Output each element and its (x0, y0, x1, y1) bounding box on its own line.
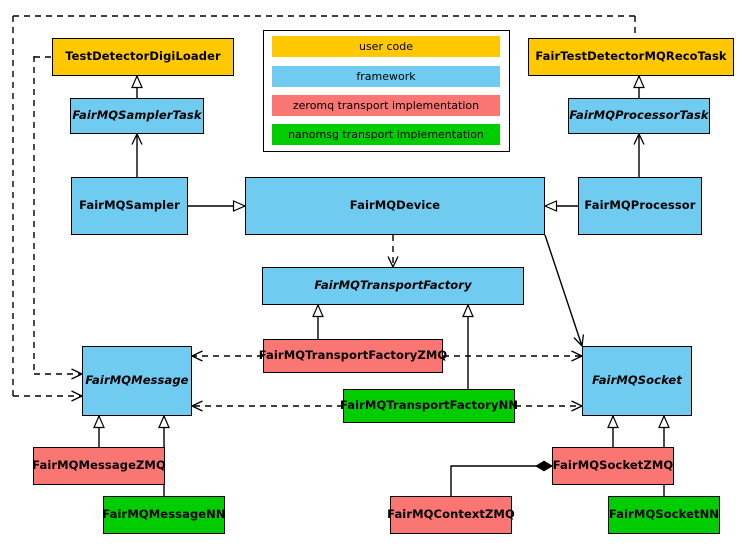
legend-label-nanomsg: nanomsg transport implementation (288, 128, 484, 141)
class-node-fairmqmessage[interactable]: FairMQMessage (82, 346, 192, 416)
class-label: FairMQProcessor (584, 198, 696, 213)
class-label: FairMQContextZMQ (387, 507, 515, 522)
class-label: FairMQSamplerTask (72, 108, 202, 123)
class-label: TestDetectorDigiLoader (65, 49, 221, 64)
class-node-fairmqtransportfactoryzmq[interactable]: FairMQTransportFactoryZMQ (259, 339, 447, 373)
class-label: FairMQProcessorTask (569, 108, 709, 123)
class-node-fairmqprocessor[interactable]: FairMQProcessor (578, 177, 702, 235)
class-label: FairMQSampler (79, 198, 180, 213)
class-label: FairMQSocket (592, 373, 682, 388)
class-node-fairmqsampler[interactable]: FairMQSampler (71, 177, 188, 235)
class-label: FairTestDetectorMQRecoTask (535, 49, 727, 64)
class-node-fairmqsocketzmq[interactable]: FairMQSocketZMQ (552, 447, 674, 485)
class-label: FairMQMessageNN (102, 507, 226, 522)
class-node-fairmqmessagezmq[interactable]: FairMQMessageZMQ (32, 447, 166, 485)
edge-device-to-socket (544, 234, 582, 346)
class-node-fairmqdevice[interactable]: FairMQDevice (245, 177, 545, 235)
class-node-fairmqsocket[interactable]: FairMQSocket (582, 346, 692, 416)
class-label: FairMQSocketNN (608, 507, 720, 522)
class-node-fairmqsocketnn[interactable]: FairMQSocketNN (608, 496, 720, 534)
class-node-fairtestdetectormqrecotask[interactable]: FairTestDetectorMQRecoTask (528, 38, 734, 76)
class-label: FairMQTransportFactoryZMQ (258, 348, 448, 363)
legend-label-framework: framework (356, 70, 416, 83)
class-label: FairMQDevice (349, 198, 441, 213)
class-label: FairMQTransportFactory (314, 278, 472, 293)
class-node-fairmqmessagenn[interactable]: FairMQMessageNN (102, 496, 226, 534)
class-node-fairmqtransportfactory[interactable]: FairMQTransportFactory (262, 267, 524, 305)
legend-item-framework: framework (272, 66, 500, 87)
class-label: FairMQMessage (85, 373, 189, 388)
edge-usercode-frame (12, 15, 636, 396)
class-node-testdetectordigiloader[interactable]: TestDetectorDigiLoader (52, 38, 234, 76)
class-label: FairMQTransportFactoryNN (339, 398, 519, 413)
legend-item-nanomsg: nanomsg transport implementation (272, 124, 500, 145)
legend-label-zeromq: zeromq transport implementation (292, 99, 480, 112)
legend-item-zeromq: zeromq transport implementation (272, 95, 500, 116)
class-node-fairmqsamplertask[interactable]: FairMQSamplerTask (70, 98, 204, 134)
class-label: FairMQMessageZMQ (32, 458, 166, 473)
class-node-fairmqprocessortask[interactable]: FairMQProcessorTask (568, 98, 710, 134)
class-node-fairmqtransportfactorynn[interactable]: FairMQTransportFactoryNN (339, 389, 519, 423)
legend-label-user-code: user code (358, 40, 414, 53)
class-label: FairMQSocketZMQ (552, 458, 674, 473)
class-node-fairmqcontextzmq[interactable]: FairMQContextZMQ (387, 496, 515, 534)
legend-item-user-code: user code (272, 36, 500, 57)
